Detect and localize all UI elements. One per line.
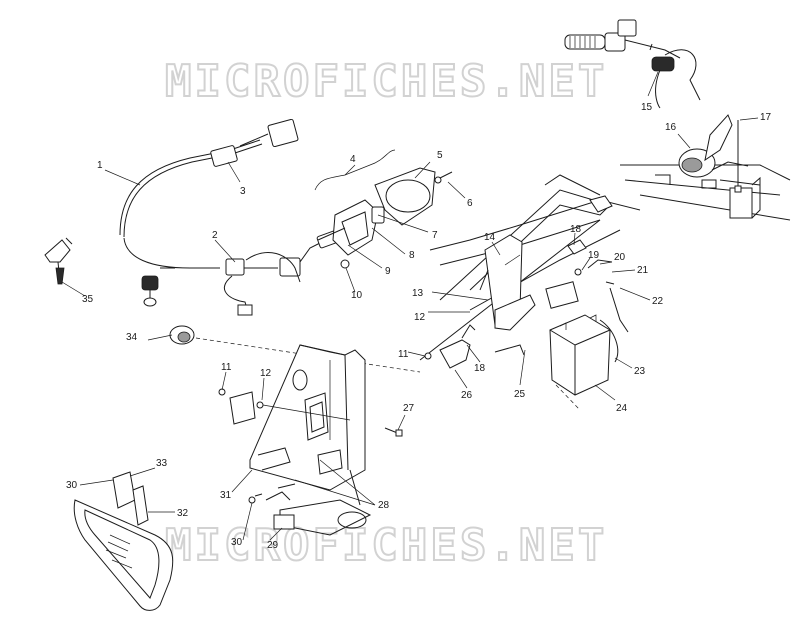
wiring-harness — [119, 118, 342, 316]
callout-29: 29 — [267, 540, 279, 551]
handlebar-switch-assembly — [564, 19, 701, 109]
leader-lines — [61, 71, 759, 541]
callout-30-b: 30 — [231, 537, 243, 548]
callout-14: 14 — [484, 232, 496, 243]
callout-11-a: 11 — [398, 349, 409, 360]
callout-20: 20 — [614, 252, 626, 263]
callout-34: 34 — [126, 332, 138, 343]
wire-clip — [44, 237, 73, 285]
callout-11-b: 11 — [221, 362, 232, 373]
mounting-bracket — [479, 234, 536, 356]
clamp — [424, 324, 476, 369]
callout-1: 1 — [97, 160, 103, 171]
callout-22: 22 — [652, 296, 664, 307]
watermark-bottom: MICROFICHES.NET — [165, 520, 607, 571]
callout-12-b: 12 — [260, 368, 272, 379]
callout-21: 21 — [637, 265, 649, 276]
callout-26: 26 — [461, 390, 473, 401]
callout-2: 2 — [212, 230, 218, 241]
callout-6: 6 — [467, 198, 473, 209]
callout-16: 16 — [665, 122, 677, 133]
callout-8: 8 — [409, 250, 415, 261]
callout-30-a: 30 — [66, 480, 78, 491]
battery-hardware — [567, 239, 629, 363]
callout-7: 7 — [432, 230, 438, 241]
watermark-top: MICROFICHES.NET — [165, 56, 607, 107]
callout-35: 35 — [82, 294, 94, 305]
callout-28: 28 — [378, 500, 390, 511]
callout-18-a: 18 — [570, 224, 582, 235]
callout-10: 10 — [351, 290, 363, 301]
callout-32: 32 — [177, 508, 189, 519]
callout-4: 4 — [350, 154, 356, 165]
main-panel — [249, 344, 366, 491]
rear-guard — [73, 471, 174, 611]
callout-5: 5 — [437, 150, 443, 161]
callout-33: 33 — [156, 458, 168, 469]
headlight-assembly — [314, 149, 453, 269]
callout-3: 3 — [240, 186, 246, 197]
callout-18-b: 18 — [474, 363, 486, 374]
regulator — [218, 388, 351, 425]
horn — [678, 114, 749, 193]
frame-upper-right — [620, 164, 791, 221]
battery — [545, 281, 611, 411]
callout-17: 17 — [760, 112, 772, 123]
callout-19: 19 — [588, 250, 600, 261]
callout-24: 24 — [616, 403, 628, 414]
callout-13: 13 — [412, 288, 424, 299]
callout-12-a: 12 — [414, 312, 426, 323]
callout-25: 25 — [514, 389, 526, 400]
bolt-27 — [384, 427, 403, 437]
lower-frame — [248, 469, 372, 536]
callout-15: 15 — [641, 102, 653, 113]
callout-labels: 1 2 3 4 5 6 7 8 9 10 11 11 12 12 13 14 1… — [66, 102, 772, 551]
callout-27: 27 — [403, 403, 415, 414]
callout-9: 9 — [385, 266, 391, 277]
callout-31: 31 — [220, 490, 232, 501]
callout-23: 23 — [634, 366, 646, 377]
